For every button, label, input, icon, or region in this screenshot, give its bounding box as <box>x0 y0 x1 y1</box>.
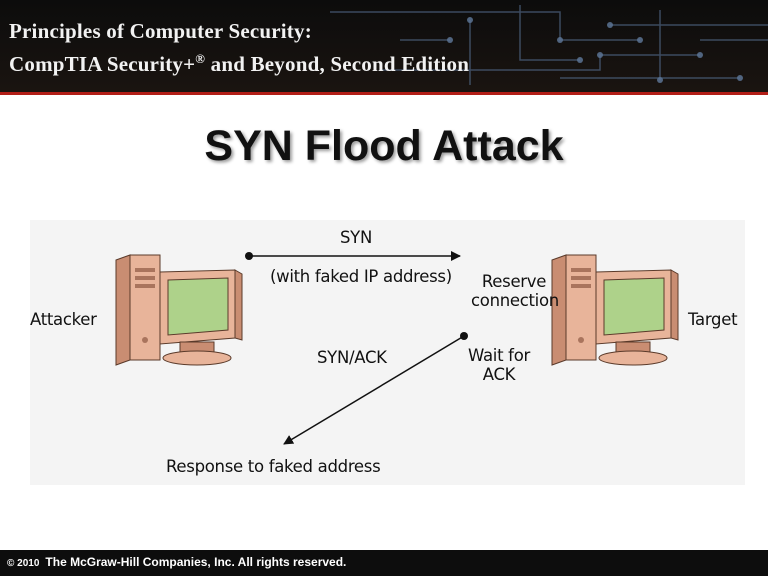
header-banner: Principles of Computer Security: CompTIA… <box>0 0 768 92</box>
response-label: Response to faked address <box>166 457 381 476</box>
attacker-computer-icon <box>115 254 243 366</box>
circuit-pattern <box>330 5 768 85</box>
footer-bar <box>0 550 768 576</box>
syn-label: SYN <box>340 228 372 247</box>
book-title-line1: Principles of Computer Security: <box>9 19 312 43</box>
synack-arrow <box>283 332 468 445</box>
syn-note-label: (with faked IP address) <box>270 267 452 286</box>
target-computer-icon <box>551 254 679 366</box>
synack-label: SYN/ACK <box>317 348 387 367</box>
header-accent-bar <box>0 92 768 95</box>
wait-for-ack-label: Wait for ACK <box>468 346 530 384</box>
target-label: Target <box>688 310 738 329</box>
slide-title: SYN Flood Attack <box>204 122 564 170</box>
diagram-graphics <box>115 251 679 445</box>
book-title-line2: CompTIA Security+® and Beyond, Second Ed… <box>9 51 470 76</box>
reserve-connection-label: Reserve connection <box>471 272 559 310</box>
syn-arrow <box>245 251 461 261</box>
syn-flood-diagram: Attacker Target SYN (with faked IP addre… <box>30 220 745 485</box>
book-title: Principles of Computer Security: CompTIA… <box>9 18 469 78</box>
attacker-label: Attacker <box>30 310 97 329</box>
